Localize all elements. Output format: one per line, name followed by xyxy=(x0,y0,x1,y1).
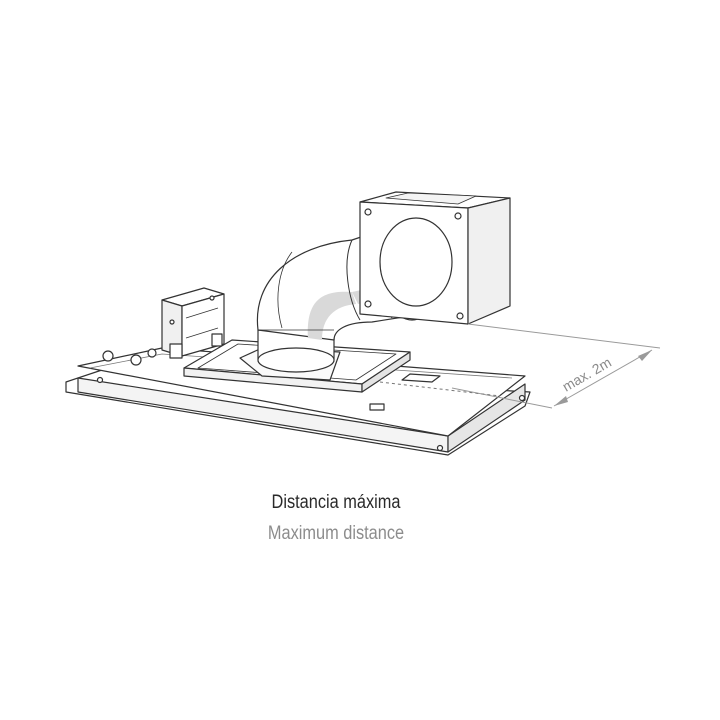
electrical-box xyxy=(161,287,225,359)
dimension-label: max. 2m xyxy=(560,354,614,395)
remote-motor-box xyxy=(359,191,511,325)
dimension-lines xyxy=(379,323,661,409)
hood-base-plate xyxy=(65,347,531,456)
caption-secondary: Maximum distance xyxy=(267,523,405,544)
caption-primary: Distancia máxima xyxy=(271,492,401,513)
